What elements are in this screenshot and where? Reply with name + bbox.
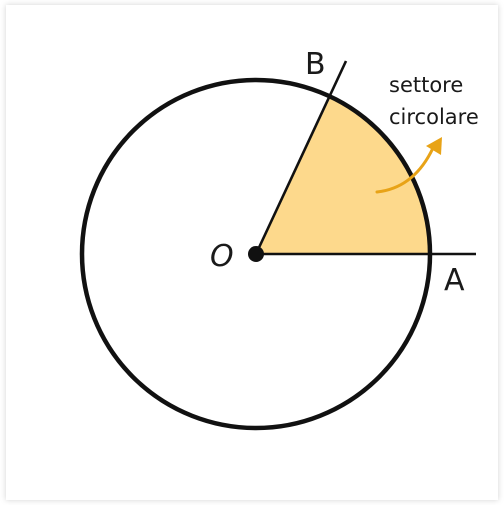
callout-arrow-icon	[375, 146, 435, 194]
center-point	[248, 246, 264, 262]
center-label: O	[210, 239, 234, 274]
callout-label-line1: settore	[389, 73, 463, 97]
callout-arrowhead-icon	[426, 137, 442, 155]
point-a-label: A	[444, 263, 465, 298]
circular-sector	[256, 96, 431, 254]
ray-ob	[254, 60, 348, 255]
point-b-label: B	[305, 47, 326, 82]
callout-label-line2: circolare	[389, 105, 479, 129]
